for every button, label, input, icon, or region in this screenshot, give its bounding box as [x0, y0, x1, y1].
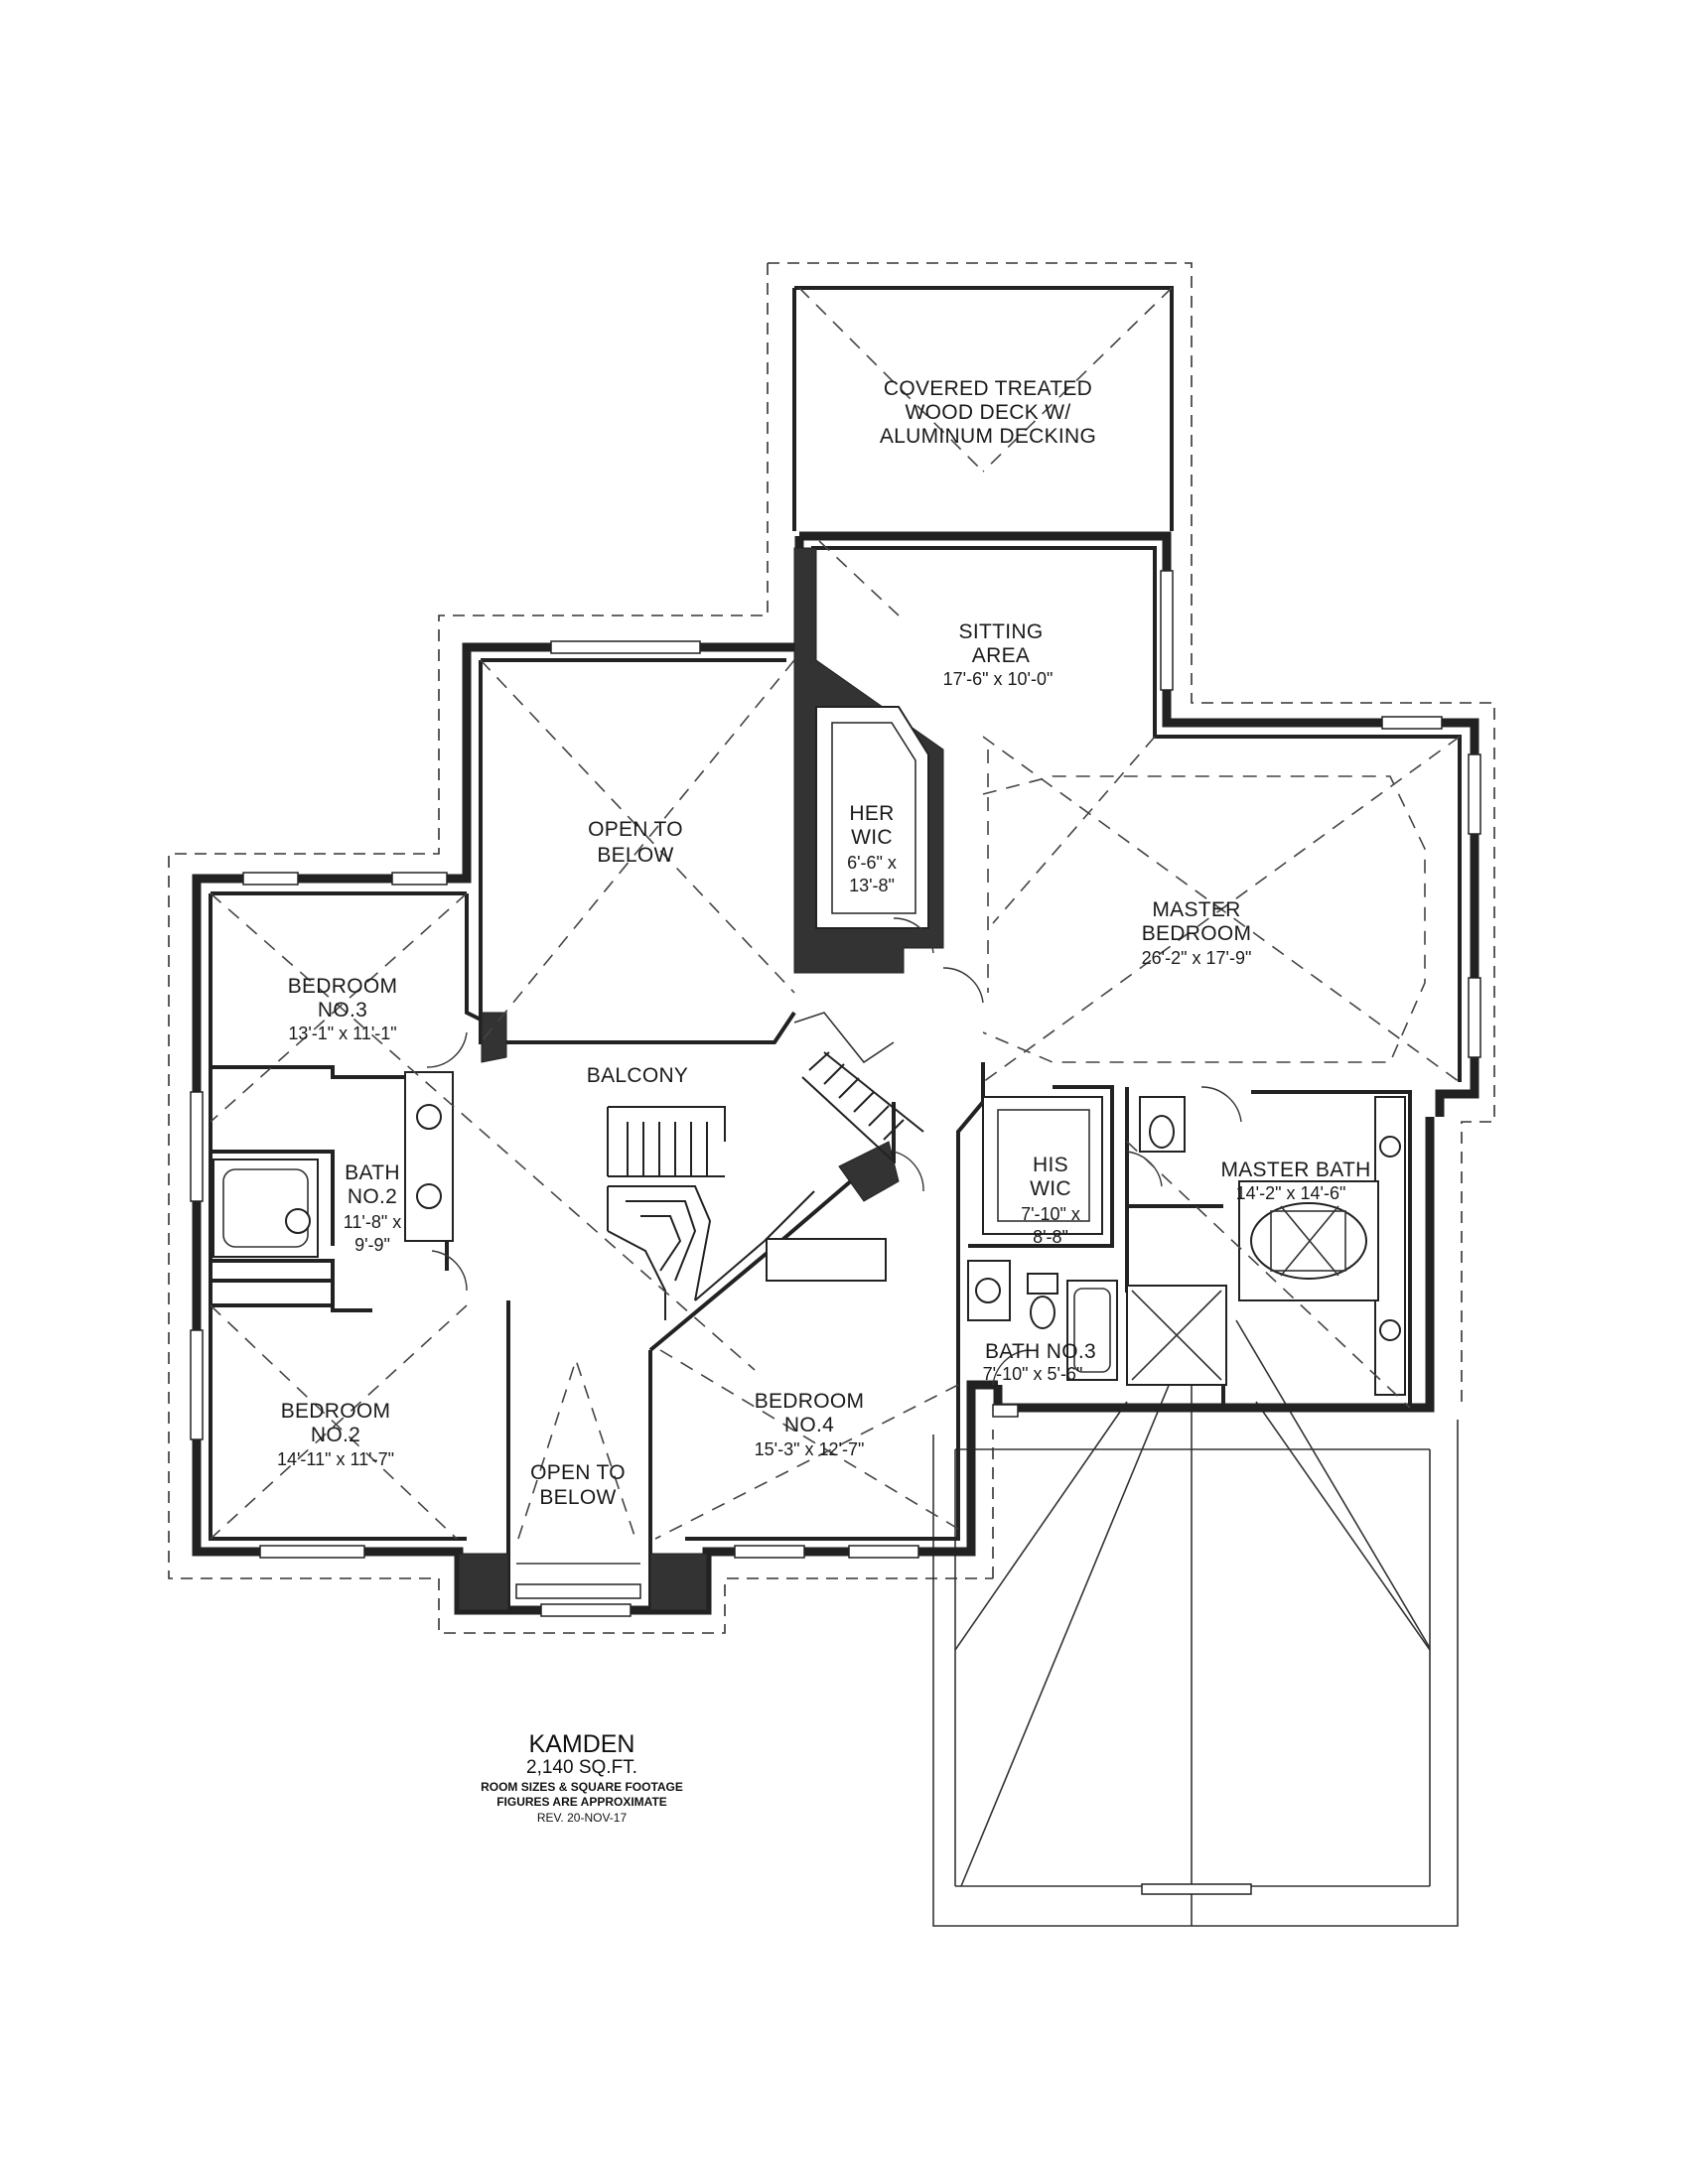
bedroom-2-size: 14'-11" x 11'-7"	[277, 1449, 394, 1469]
plan-revision: REV. 20-NOV-17	[537, 1811, 628, 1825]
open-to-below-upper-1: OPEN TO	[588, 818, 683, 841]
bath-2-size-1: 11'-8" x	[344, 1212, 402, 1232]
bath-2-label-1: BATH	[345, 1161, 400, 1184]
bedroom-3-label-2: NO.3	[318, 999, 367, 1022]
door-swings	[426, 917, 1242, 1386]
master-bath-label: MASTER BATH	[1220, 1159, 1370, 1181]
his-wic-label-1: HIS	[1033, 1154, 1068, 1176]
deck-label-1: COVERED TREATED	[884, 377, 1092, 400]
balcony-label: BALCONY	[587, 1064, 688, 1087]
master-bedroom-size: 26'-2" x 17'-9"	[1142, 948, 1252, 968]
lower-roof-lines	[932, 1319, 1459, 1927]
sitting-area-size: 17'-6" x 10'-0"	[943, 669, 1054, 689]
his-wic-size-2: 8'-8"	[1033, 1227, 1068, 1247]
deck-label-2: WOOD DECK W/	[906, 401, 1071, 424]
master-bedroom-label-1: MASTER	[1152, 898, 1240, 921]
interior-walls	[211, 547, 1412, 1611]
her-wic-label-2: WIC	[851, 826, 893, 849]
bedroom-3-size: 13'-1" x 11'-1"	[288, 1024, 396, 1043]
her-wic-size-2: 13'-8"	[849, 876, 895, 895]
bath-2-size-2: 9'-9"	[354, 1235, 390, 1255]
master-bedroom-label-2: BEDROOM	[1142, 922, 1252, 945]
his-wic-label-2: WIC	[1030, 1177, 1071, 1200]
title-block: KAMDEN 2,140 SQ.FT. ROOM SIZES & SQUARE …	[481, 1730, 683, 1825]
bedroom-2-label-2: NO.2	[311, 1424, 360, 1446]
plan-name: KAMDEN	[529, 1730, 635, 1758]
sitting-area-label-2: AREA	[972, 644, 1030, 667]
ceiling-lines	[210, 287, 1461, 1540]
her-wic-size-1: 6'-6" x	[847, 853, 897, 873]
bath-3-size: 7'-10" x 5'-6"	[983, 1364, 1083, 1384]
deck-label-3: ALUMINUM DECKING	[880, 425, 1096, 448]
sitting-area-label-1: SITTING	[959, 620, 1044, 643]
bedroom-3-label-1: BEDROOM	[288, 975, 398, 998]
bedroom-4-label-1: BEDROOM	[755, 1390, 865, 1413]
master-bath-size: 14'-2" x 14'-6"	[1236, 1183, 1346, 1203]
room-labels: COVERED TREATED WOOD DECK W/ ALUMINUM DE…	[277, 377, 1370, 1509]
windows	[190, 570, 1481, 1617]
open-to-below-lower-2: BELOW	[539, 1486, 616, 1509]
bedroom-4-size: 15'-3" x 12'-7"	[755, 1439, 865, 1459]
his-wic-size-1: 7'-10" x	[1021, 1204, 1080, 1224]
plan-note-2: FIGURES ARE APPROXIMATE	[496, 1795, 667, 1809]
her-wic-label-1: HER	[849, 802, 894, 825]
roof-outline	[168, 262, 1495, 1634]
open-to-below-upper-2: BELOW	[597, 844, 673, 867]
bedroom-2-label-1: BEDROOM	[281, 1400, 391, 1423]
open-to-below-lower-1: OPEN TO	[530, 1461, 626, 1484]
staircase	[607, 1051, 924, 1320]
plan-area: 2,140 SQ.FT.	[526, 1757, 637, 1778]
bath-3-label: BATH NO.3	[985, 1340, 1096, 1363]
plan-note-1: ROOM SIZES & SQUARE FOOTAGE	[481, 1780, 683, 1794]
bedroom-4-label-2: NO.4	[784, 1414, 834, 1436]
bath-2-label-2: NO.2	[348, 1185, 397, 1208]
